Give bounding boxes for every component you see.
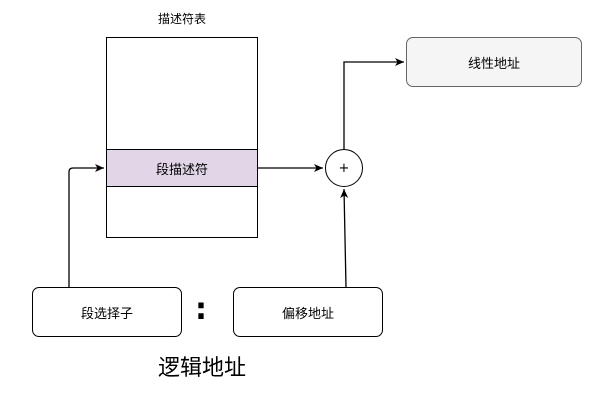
adder-to-linear-address-arrow bbox=[343, 58, 404, 149]
address-separator: : bbox=[195, 292, 207, 327]
offset-address-label: 偏移地址 bbox=[281, 306, 334, 322]
linear-address-label: 线性地址 bbox=[467, 56, 520, 72]
segment-descriptor-row: 段描述符 bbox=[106, 149, 258, 187]
segment-descriptor-label: 段描述符 bbox=[155, 162, 208, 178]
linear-address-box: 线性地址 bbox=[406, 37, 582, 87]
logical-address-caption: 逻辑地址 bbox=[158, 356, 247, 381]
segment-selector-box: 段选择子 bbox=[32, 287, 182, 337]
descriptor-table bbox=[106, 37, 258, 238]
offset-to-adder-arrow bbox=[340, 188, 349, 288]
descriptor-table-title: 描述符表 bbox=[157, 12, 206, 26]
adder-node: + bbox=[325, 149, 363, 187]
plus-symbol: + bbox=[338, 160, 350, 176]
segment-selector-label: 段选择子 bbox=[80, 306, 133, 322]
offset-address-box: 偏移地址 bbox=[233, 287, 383, 337]
selector-to-descriptor-arrow bbox=[68, 164, 104, 287]
